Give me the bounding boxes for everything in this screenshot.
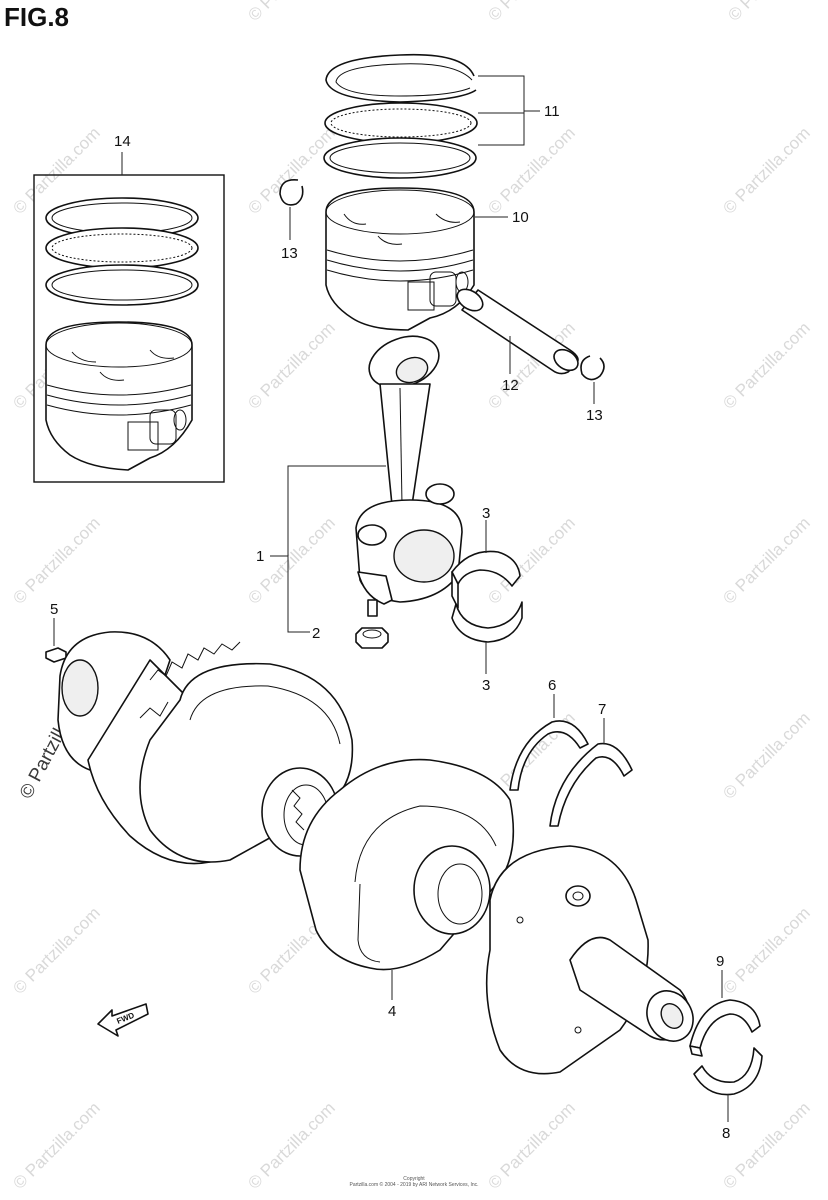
watermark-text: © Partzilla.com [484,0,578,25]
connecting-rod[interactable] [270,327,463,633]
watermark-text: © Partzilla.com [719,903,813,997]
piston-pin[interactable] [453,285,581,375]
callout-8: 8 [722,1125,730,1142]
crankshaft-bearing-lower[interactable] [693,1047,763,1122]
watermark-text: © Partzilla.com [719,123,813,217]
crankshaft[interactable] [57,631,702,1075]
watermark-text: © Partzilla.com [724,0,818,25]
thrust-bearing-left[interactable] [509,694,589,791]
figure-title: FIG.8 [4,2,70,32]
callout-4: 4 [388,1003,396,1020]
piston-set-box [33,174,225,483]
watermark-text: © Partzilla.com [9,903,103,997]
callout-labels: 14 11 10 13 12 13 1 2 3 3 5 6 7 4 9 8 [50,103,730,1142]
watermark-text: © Partzilla.com [719,708,813,802]
crankshaft-key[interactable] [45,618,67,663]
fwd-arrow: FWD [97,1003,149,1037]
connecting-rod-bearing-upper[interactable] [451,520,521,609]
callout-2: 2 [312,625,320,642]
callout-1: 1 [256,548,264,565]
watermark-text: © Partzilla.com [9,513,103,607]
callout-13-left: 13 [281,245,298,262]
callout-6: 6 [548,677,556,694]
copyright-line-2: Partzilla.com © 2004 - 2019 by ARI Netwo… [349,1182,479,1188]
callout-11: 11 [544,103,560,120]
connecting-rod-nut[interactable] [355,627,389,649]
crankshaft-bearing-upper[interactable] [689,970,761,1057]
callout-14: 14 [114,133,131,150]
callout-10: 10 [512,209,529,226]
callout-7: 7 [598,701,606,718]
watermark-text: © Partzilla.com [244,0,338,25]
copyright-notice: Copyright Partzilla.com © 2004 - 2019 by… [0,1176,828,1188]
watermark-text: © Partzilla.com [719,513,813,607]
watermark-text: © Partzilla.com [484,123,578,217]
piston-set-assembly[interactable] [33,152,225,483]
watermark-text: © Partzilla.com [719,318,813,412]
callout-3-upper: 3 [482,505,490,522]
callout-3-lower: 3 [482,677,490,694]
piston-pin-circlip-left[interactable] [279,178,304,240]
copyright-line-1: Copyright [403,1176,425,1182]
piston-rings[interactable] [323,53,540,179]
callout-13-right: 13 [586,407,603,424]
callout-12: 12 [502,377,519,394]
piston-pin-circlip-right[interactable] [580,355,605,404]
connecting-rod-bearing-lower[interactable] [451,601,523,674]
callout-9: 9 [716,953,724,970]
thrust-bearing-right[interactable] [549,718,633,827]
callout-5: 5 [50,601,58,618]
watermark-text: © Partzilla.com [244,318,338,412]
